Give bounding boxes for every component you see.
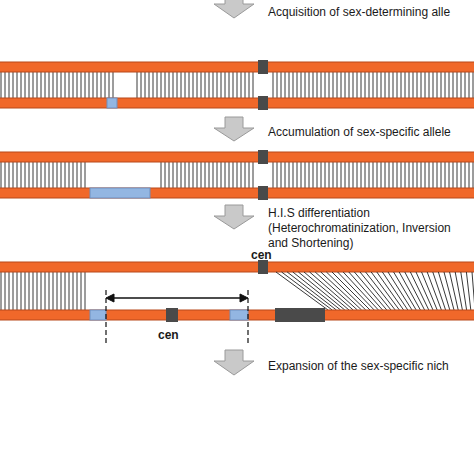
chromosome-pair — [0, 150, 474, 200]
pairing-line — [287, 272, 336, 310]
step-label: (Heterochromatinization, Inversion — [268, 221, 451, 235]
pairing-line — [293, 272, 341, 310]
label-slot: Acquisition of sex-determining alle — [268, 2, 450, 20]
label-slot: cen — [251, 245, 272, 263]
pairing-line — [455, 272, 462, 310]
pairing-line — [472, 272, 474, 310]
pairing-line — [282, 272, 333, 310]
step-label: Acquisition of sex-determining alle — [268, 5, 450, 19]
chromosome-pair — [0, 260, 474, 322]
label-slot: cen — [158, 325, 179, 343]
label-slot: Expansion of the sex-specific nich — [268, 356, 449, 374]
pairing-line — [450, 272, 459, 310]
pairing-line — [466, 272, 470, 310]
pairing-line — [304, 272, 349, 310]
pairing-line — [399, 272, 420, 310]
step-label: and Shortening) — [268, 236, 353, 250]
pairing-line — [444, 272, 454, 310]
centromere-label: cen — [158, 328, 179, 342]
pairing-line — [422, 272, 438, 310]
step-label: Accumulation of sex-specific allele — [268, 125, 451, 139]
pairing-line — [394, 272, 417, 310]
centromere-label: cen — [251, 248, 272, 262]
pairing-line — [343, 272, 378, 310]
pairing-line — [298, 272, 344, 310]
label-slot: and Shortening) — [268, 233, 353, 251]
label-slot: Accumulation of sex-specific allele — [268, 122, 451, 140]
chromosome-pair — [0, 60, 474, 110]
step-label: H.I.S differentiation — [268, 206, 370, 220]
pairing-line — [405, 272, 425, 310]
pairing-line — [416, 272, 433, 310]
label-slot: H.I.S differentiation — [268, 203, 370, 221]
step-label: Expansion of the sex-specific nich — [268, 359, 449, 373]
pairing-line — [276, 272, 328, 310]
label-slot: (Heterochromatinization, Inversion — [268, 218, 451, 236]
inversion-bracket — [106, 290, 248, 346]
pairing-line — [349, 272, 383, 310]
